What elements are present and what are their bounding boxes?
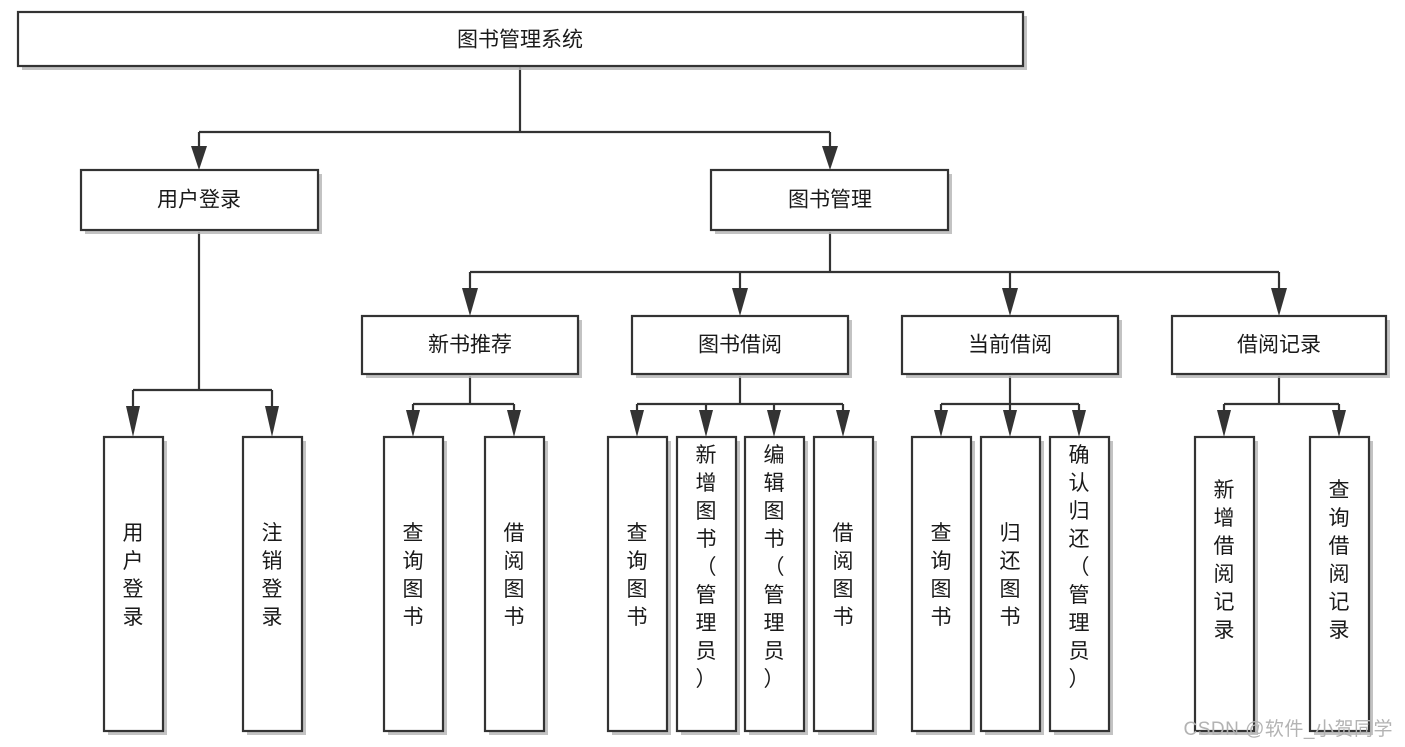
node-current-label: 当前借阅 bbox=[968, 334, 1052, 357]
node-leaf-1[interactable]: 用户登录 bbox=[102, 435, 167, 735]
node-leaf-5[interactable]: 查询图书 bbox=[606, 435, 671, 735]
node-bookmgmt[interactable]: 图书管理 bbox=[709, 168, 952, 234]
node-borrow[interactable]: 图书借阅 bbox=[630, 314, 852, 378]
arrow-borrow-to-leaf5 bbox=[630, 410, 644, 437]
node-leaf-6[interactable]: 新增图书（管理员） bbox=[675, 435, 740, 735]
node-leaf-13-label: 查询借阅记录 bbox=[1329, 479, 1350, 642]
node-leaf-3-label: 查询图书 bbox=[403, 522, 424, 629]
connector-group-records bbox=[1217, 376, 1346, 437]
node-leaf-8-label: 借阅图书 bbox=[833, 522, 854, 629]
arrow-borrow-to-leaf8 bbox=[836, 410, 850, 437]
node-leaf-5-box[interactable] bbox=[606, 435, 669, 733]
node-leaf-11-box[interactable] bbox=[1048, 435, 1111, 733]
node-leaf-4-box[interactable] bbox=[483, 435, 546, 733]
node-leaf-10[interactable]: 归还图书 bbox=[979, 435, 1044, 735]
arrow-borrow-to-leaf7 bbox=[767, 410, 781, 437]
arrow-bookmgmt-to-records bbox=[1271, 288, 1287, 316]
node-root-box[interactable] bbox=[16, 10, 1025, 68]
arrow-current-to-leaf10 bbox=[1003, 410, 1017, 437]
node-leaf-9-label: 查询图书 bbox=[931, 522, 952, 629]
arrow-bookmgmt-to-borrow bbox=[732, 288, 748, 316]
node-leaf-12-box[interactable] bbox=[1193, 435, 1256, 733]
node-leaf-6-box[interactable] bbox=[675, 435, 738, 733]
node-leaf-2[interactable]: 注销登录 bbox=[241, 435, 306, 735]
arrow-newbook-to-leaf3 bbox=[406, 410, 420, 437]
arrow-borrow-to-leaf6 bbox=[699, 410, 713, 437]
node-leaf-7-box[interactable] bbox=[743, 435, 806, 733]
leaf-nodes-group: 用户登录 注销登录 查询图书 借阅图书 查询图书 bbox=[102, 435, 1373, 735]
arrow-bookmgmt-to-current bbox=[1002, 288, 1018, 316]
connector-group-bookmgmt bbox=[462, 232, 1287, 316]
node-leaf-1-label: 用户登录 bbox=[123, 522, 144, 629]
arrow-root-to-bookmgmt bbox=[822, 146, 838, 170]
node-records-box[interactable] bbox=[1170, 314, 1388, 376]
node-leaf-9-box[interactable] bbox=[910, 435, 973, 733]
node-leaf-11[interactable]: 确认归还（管理员） bbox=[1048, 435, 1113, 735]
node-borrow-box[interactable] bbox=[630, 314, 850, 376]
arrow-login-to-leaf2 bbox=[265, 406, 279, 437]
arrow-records-to-leaf12 bbox=[1217, 410, 1231, 437]
node-leaf-6-label: 新增图书（管理员） bbox=[696, 444, 717, 691]
arrow-records-to-leaf13 bbox=[1332, 410, 1346, 437]
arrow-current-to-leaf9 bbox=[934, 410, 948, 437]
connector-group-current bbox=[934, 376, 1086, 437]
node-leaf-8[interactable]: 借阅图书 bbox=[812, 435, 877, 735]
arrow-current-to-leaf11 bbox=[1072, 410, 1086, 437]
node-login-label: 用户登录 bbox=[157, 189, 241, 212]
node-leaf-3-box[interactable] bbox=[382, 435, 445, 733]
node-leaf-8-box[interactable] bbox=[812, 435, 875, 733]
node-records-label: 借阅记录 bbox=[1237, 334, 1321, 357]
node-leaf-7[interactable]: 编辑图书（管理员） bbox=[743, 435, 808, 735]
node-newbook-box[interactable] bbox=[360, 314, 580, 376]
node-leaf-12-label: 新增借阅记录 bbox=[1214, 479, 1235, 642]
node-leaf-1-box[interactable] bbox=[102, 435, 165, 733]
arrow-root-to-login bbox=[191, 146, 207, 170]
connector-group-newbook bbox=[406, 376, 521, 437]
node-root-label: 图书管理系统 bbox=[457, 29, 583, 52]
node-leaf-13[interactable]: 查询借阅记录 bbox=[1308, 435, 1373, 735]
node-leaf-9[interactable]: 查询图书 bbox=[910, 435, 975, 735]
node-newbook-label: 新书推荐 bbox=[428, 334, 512, 357]
node-leaf-3[interactable]: 查询图书 bbox=[382, 435, 447, 735]
node-bookmgmt-box[interactable] bbox=[709, 168, 950, 232]
node-borrow-label: 图书借阅 bbox=[698, 334, 782, 357]
node-leaf-12[interactable]: 新增借阅记录 bbox=[1193, 435, 1258, 735]
node-leaf-11-label: 确认归还（管理员） bbox=[1069, 444, 1090, 691]
node-leaf-4[interactable]: 借阅图书 bbox=[483, 435, 548, 735]
connector-group-borrow bbox=[630, 376, 850, 437]
node-root[interactable]: 图书管理系统 bbox=[16, 10, 1027, 70]
node-login[interactable]: 用户登录 bbox=[79, 168, 322, 234]
node-current-box[interactable] bbox=[900, 314, 1120, 376]
node-records[interactable]: 借阅记录 bbox=[1170, 314, 1390, 378]
node-leaf-2-label: 注销登录 bbox=[262, 522, 283, 629]
node-bookmgmt-label: 图书管理 bbox=[788, 189, 872, 212]
arrow-login-to-leaf1 bbox=[126, 406, 140, 437]
node-newbook[interactable]: 新书推荐 bbox=[360, 314, 582, 378]
node-leaf-4-label: 借阅图书 bbox=[504, 522, 525, 629]
node-leaf-2-box[interactable] bbox=[241, 435, 304, 733]
node-current[interactable]: 当前借阅 bbox=[900, 314, 1122, 378]
connector-group-root bbox=[191, 66, 838, 170]
node-leaf-13-box[interactable] bbox=[1308, 435, 1371, 733]
node-login-box[interactable] bbox=[79, 168, 320, 232]
node-leaf-10-box[interactable] bbox=[979, 435, 1042, 733]
connector-group-login bbox=[126, 232, 279, 437]
arrow-newbook-to-leaf4 bbox=[507, 410, 521, 437]
node-leaf-10-label: 归还图书 bbox=[1000, 522, 1021, 629]
node-leaf-5-label: 查询图书 bbox=[627, 522, 648, 629]
arrow-bookmgmt-to-newbook bbox=[462, 288, 478, 316]
node-leaf-7-label: 编辑图书（管理员） bbox=[764, 444, 785, 691]
